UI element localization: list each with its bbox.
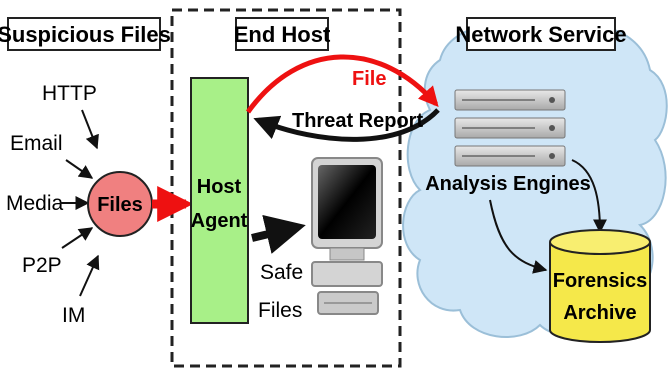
header-end-host-label: End Host	[234, 22, 331, 47]
forensics-archive-line1: Forensics	[553, 270, 647, 292]
arrow-http	[81, 109, 99, 150]
header-suspicious-files: Suspicious Files	[0, 17, 171, 51]
host-agent-label-line2: Agent	[191, 210, 248, 232]
source-http: HTTP	[42, 82, 97, 105]
source-p2p: P2P	[22, 254, 62, 277]
arrow-file-to-engines	[245, 54, 439, 114]
arrow-p2p	[61, 227, 94, 249]
computer-monitor-icon	[311, 157, 383, 315]
files-node-label: Files	[97, 194, 143, 216]
analysis-engines-label: Analysis Engines	[425, 173, 591, 195]
header-end-host: End Host	[234, 17, 331, 51]
files-node: Files	[87, 171, 153, 237]
arrow-im	[79, 254, 100, 297]
header-suspicious-files-label: Suspicious Files	[0, 22, 171, 47]
source-email: Email	[10, 132, 63, 155]
host-agent-label-line1: Host	[197, 176, 242, 198]
forensics-archive-line2: Archive	[563, 302, 636, 324]
end-host-boundary	[170, 8, 402, 368]
header-network-service: Network Service	[455, 17, 627, 51]
arrow-engines-to-archive-left	[489, 199, 548, 274]
source-media: Media	[6, 192, 64, 215]
header-network-service-label: Network Service	[455, 22, 626, 47]
safe-files-line2: Files	[258, 299, 302, 322]
threat-report-label: Threat Report	[292, 110, 423, 132]
source-im: IM	[62, 304, 85, 327]
arrow-threat-report	[253, 108, 440, 142]
arrow-agent-to-computer	[251, 214, 306, 254]
file-flow-label: File	[352, 68, 386, 90]
arrow-email	[65, 159, 94, 179]
arrow-engines-to-archive-right	[571, 159, 607, 234]
database-cylinder-icon: Forensics Archive	[549, 229, 651, 343]
host-agent: Host Agent	[190, 77, 249, 324]
server-rack-icon	[454, 89, 566, 167]
safe-files-line1: Safe	[260, 261, 303, 284]
